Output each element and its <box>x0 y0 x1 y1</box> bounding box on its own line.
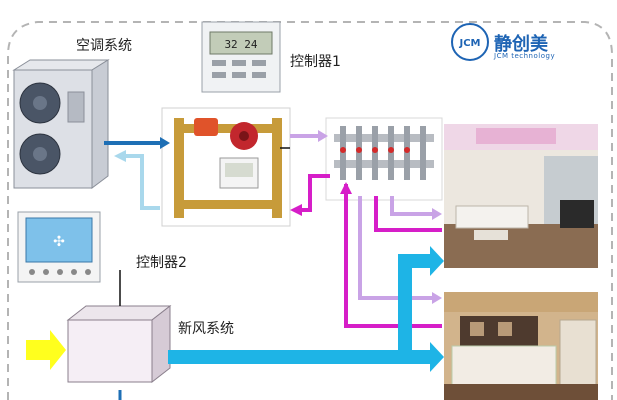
brand-tagline: JCM technology <box>494 52 556 60</box>
fresh-air-unit <box>66 304 172 384</box>
chilled-supply-pipe <box>104 137 170 149</box>
pump-mixing-station <box>161 107 291 227</box>
controller2-device: ✣ <box>17 211 101 283</box>
fresh-air-intake-arrow <box>26 330 66 370</box>
controller1-device: 32 24 <box>201 21 281 93</box>
svg-text:✣: ✣ <box>53 234 65 250</box>
fresh-air-duct <box>168 246 444 372</box>
bedroom-image <box>444 292 598 400</box>
fresh-air-system-label: 新风系统 <box>178 321 234 337</box>
living-room-image <box>444 124 598 268</box>
floor-loop-living-return <box>374 196 442 232</box>
supply-pipe-to-manifold <box>290 130 328 142</box>
controller2-label: 控制器2 <box>136 255 187 271</box>
dashed-boundary <box>7 21 613 400</box>
return-pipe-to-ac <box>114 150 160 210</box>
controller1-label: 控制器1 <box>290 54 341 70</box>
jcm-logo-mark: JCM <box>451 23 489 61</box>
brand-name: 静创美 <box>494 34 548 55</box>
ac-system-label: 空调系统 <box>76 38 132 54</box>
controller1-readout: 32 24 <box>224 38 257 51</box>
return-pipe-to-pump <box>290 174 330 216</box>
logo-mark-text: JCM <box>458 38 480 49</box>
floor-loop-living-supply <box>390 196 442 220</box>
outdoor-ac-unit <box>12 59 110 189</box>
